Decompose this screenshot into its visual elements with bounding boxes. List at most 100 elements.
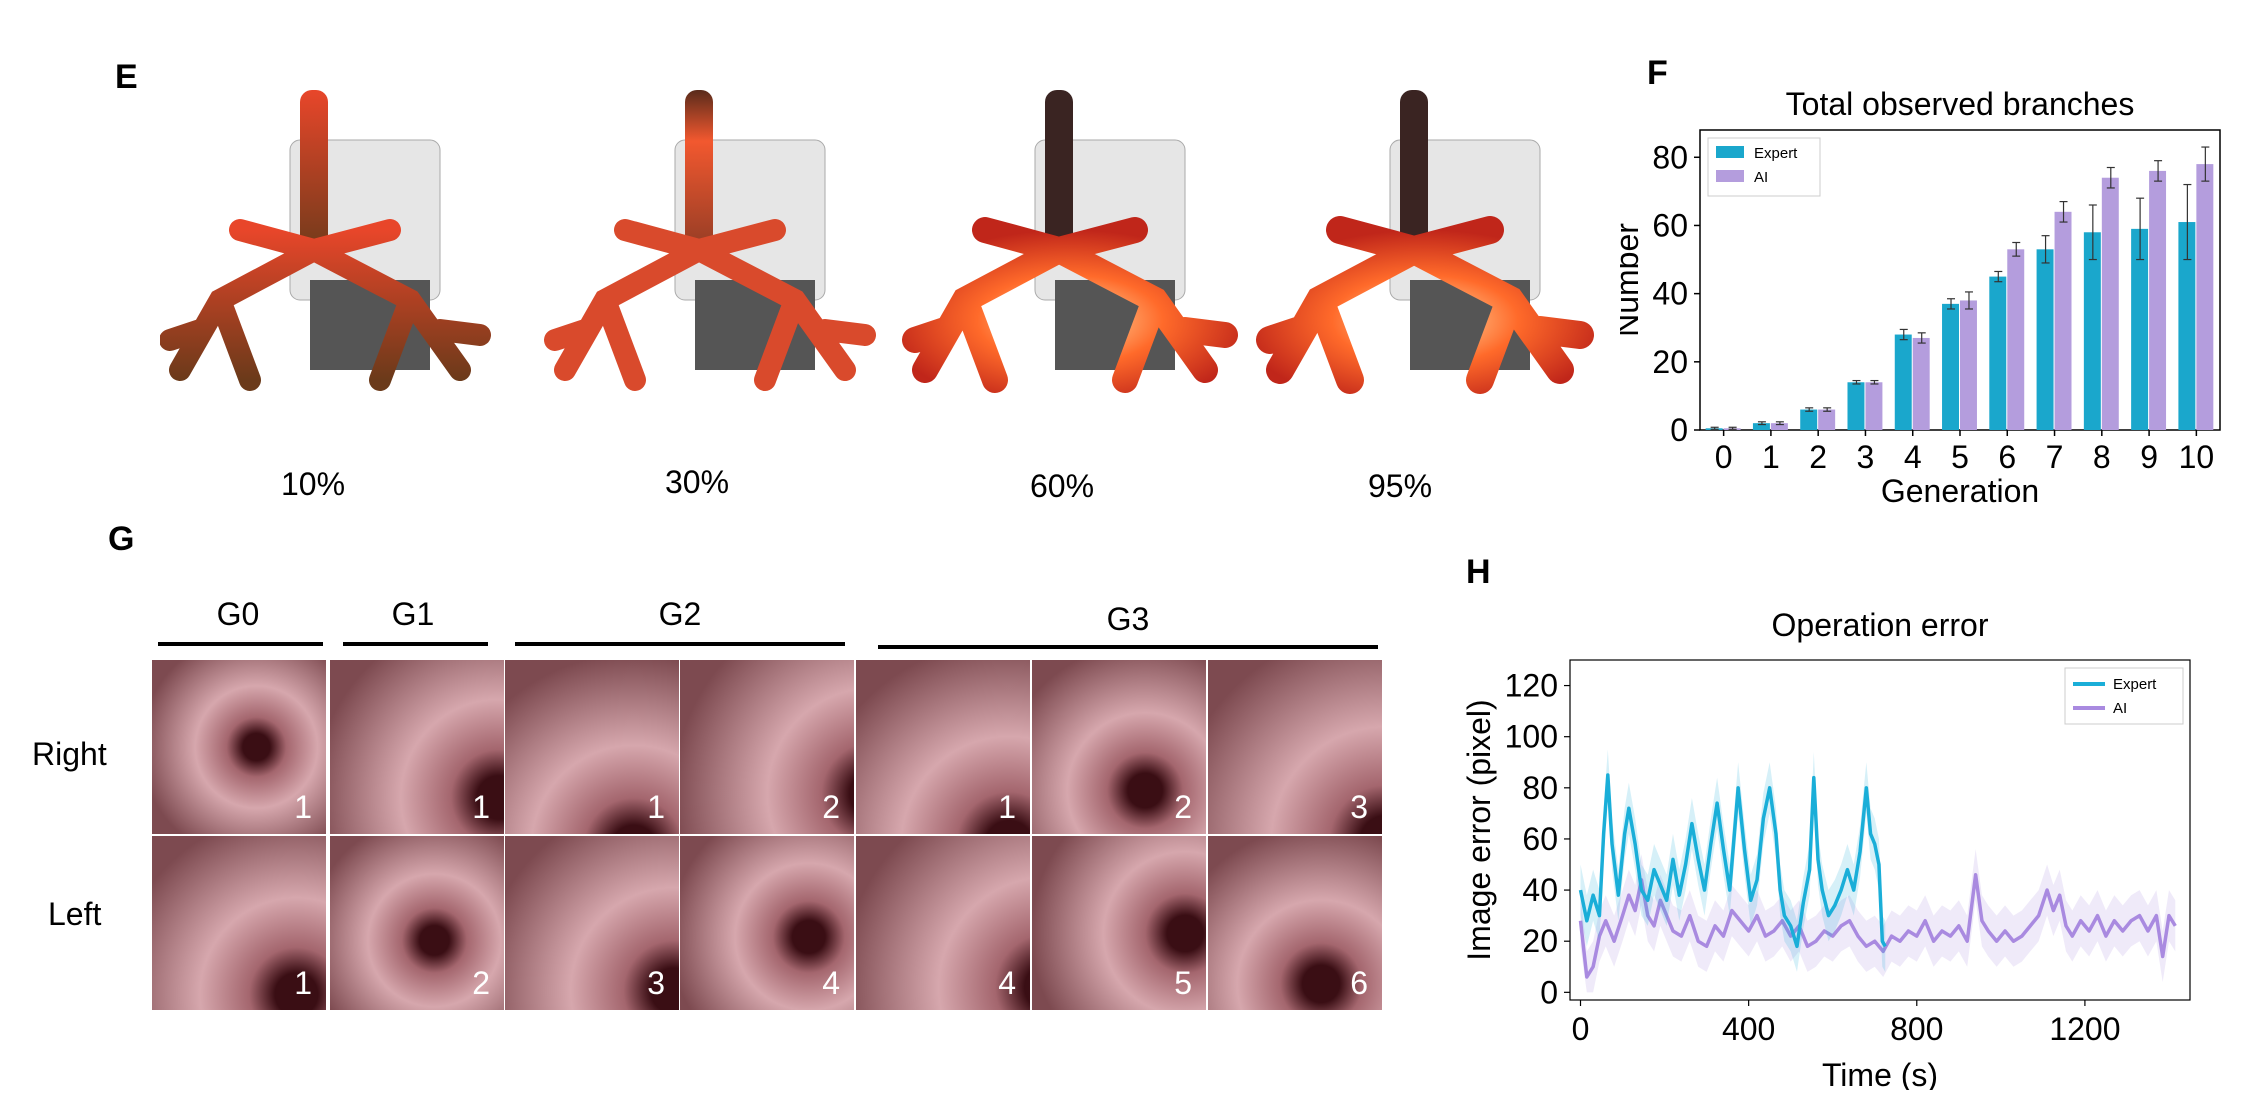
endo-right-6: 2 — [1032, 660, 1206, 834]
series-line-expert — [1578, 773, 1887, 949]
endo-right-1: 1 — [152, 660, 326, 834]
x-tick-label: 0 — [1572, 1011, 1590, 1047]
lung-model-60 — [902, 90, 1238, 393]
panel-letter-e: E — [115, 58, 138, 96]
x-tick-label: 0 — [1715, 439, 1733, 475]
lung-model-10 — [160, 90, 491, 391]
bar-ai — [2007, 249, 2025, 430]
endo-number: 1 — [998, 789, 1016, 825]
y-tick-label: 40 — [1652, 276, 1688, 312]
bar-ai — [1960, 300, 1977, 430]
x-tick-label: 400 — [1722, 1011, 1775, 1047]
y-tick-label: 20 — [1522, 923, 1558, 959]
group-bracket-g2 — [515, 642, 845, 646]
legend-swatch — [1716, 146, 1744, 158]
x-tick-label: 2 — [1809, 439, 1827, 475]
chart-title: Total observed branches — [1786, 86, 2135, 122]
x-tick-label: 7 — [2046, 439, 2064, 475]
y-axis-label: Image error (pixel) — [1461, 699, 1497, 960]
endo-number: 2 — [472, 965, 490, 1001]
bar-expert — [1752, 423, 1770, 430]
endo-number: 1 — [647, 789, 665, 825]
y-tick-label: 80 — [1652, 139, 1688, 175]
bar-ai — [2196, 164, 2214, 430]
bar-expert — [1942, 303, 1959, 430]
endo-number: 2 — [822, 789, 840, 825]
endo-number: 4 — [998, 965, 1016, 1001]
endo-left-1: 1 — [152, 836, 326, 1010]
bar-ai — [1770, 423, 1788, 430]
endo-right-4: 2 — [680, 660, 854, 834]
x-tick-label: 5 — [1951, 439, 1969, 475]
x-tick-label: 4 — [1904, 439, 1922, 475]
endo-left-5: 4 — [856, 836, 1030, 1010]
bar-ai — [2054, 211, 2072, 430]
endo-number: 1 — [294, 965, 312, 1001]
lung-label-4: 95% — [1367, 468, 1433, 504]
x-axis-label: Generation — [1881, 473, 2039, 509]
chart-title: Operation error — [1772, 607, 1989, 643]
group-bracket-g3 — [878, 645, 1378, 649]
endo-number: 3 — [647, 965, 665, 1001]
y-tick-label: 100 — [1505, 719, 1558, 755]
x-tick-label: 9 — [2140, 439, 2158, 475]
lung-label-1: 10% — [280, 466, 346, 502]
endo-left-7: 6 — [1208, 836, 1382, 1010]
bar-expert — [2083, 232, 2101, 430]
bar-expert — [1847, 382, 1865, 430]
legend-label: AI — [1754, 169, 1768, 186]
panel-letter-f: F — [1647, 54, 1668, 92]
bar-ai — [1912, 337, 1930, 430]
row-label-left: Left — [48, 896, 102, 932]
x-tick-label: 6 — [1998, 439, 2016, 475]
y-tick-label: 120 — [1505, 668, 1558, 704]
x-tick-label: 1200 — [2049, 1011, 2120, 1047]
y-tick-label: 0 — [1670, 412, 1688, 448]
x-tick-label: 800 — [1890, 1011, 1943, 1047]
x-tick-label: 10 — [2179, 439, 2215, 475]
endo-number: 1 — [472, 789, 490, 825]
bar-expert — [2036, 249, 2054, 430]
bar-expert — [2131, 228, 2149, 430]
endo-number: 6 — [1350, 965, 1368, 1001]
legend-label: Expert — [2113, 676, 2157, 693]
x-tick-label: 1 — [1762, 439, 1780, 475]
legend-label: Expert — [1754, 145, 1798, 162]
x-tick-label: 8 — [2093, 439, 2111, 475]
endo-right-3: 1 — [505, 660, 679, 834]
plot-frame — [1569, 659, 2191, 1001]
y-tick-label: 60 — [1522, 821, 1558, 857]
panel-letter-h: H — [1466, 553, 1491, 591]
endo-right-5: 1 — [856, 660, 1030, 834]
y-tick-label: 0 — [1540, 974, 1558, 1010]
bar-ai — [2101, 177, 2119, 430]
endo-left-4: 4 — [680, 836, 854, 1010]
bar-expert — [1800, 409, 1818, 430]
x-axis-label: Time (s) — [1822, 1057, 1938, 1090]
bar-expert — [1894, 334, 1912, 430]
y-tick-label: 40 — [1522, 872, 1558, 908]
band-ai — [1580, 849, 2176, 993]
y-axis-label: Number — [1620, 223, 1645, 337]
endo-number: 5 — [1174, 965, 1192, 1001]
bar-ai — [2149, 170, 2167, 430]
series-line-ai — [1578, 872, 2177, 979]
y-tick-label: 80 — [1522, 770, 1558, 806]
group-label-g1: G1 — [391, 596, 435, 632]
group-label-g3: G3 — [1106, 601, 1150, 637]
row-label-right: Right — [32, 736, 107, 772]
lung-label-2: 30% — [664, 464, 730, 500]
endo-number: 2 — [1174, 789, 1192, 825]
endo-left-6: 5 — [1032, 836, 1206, 1010]
legend-box — [2064, 667, 2184, 725]
x-tick-label: 3 — [1857, 439, 1875, 475]
lung-models-illustration — [160, 90, 1594, 394]
group-label-g2: G2 — [658, 596, 702, 632]
panel-letter-g: G — [108, 520, 135, 558]
endo-right-7: 3 — [1208, 660, 1382, 834]
lung-model-30 — [544, 90, 876, 391]
